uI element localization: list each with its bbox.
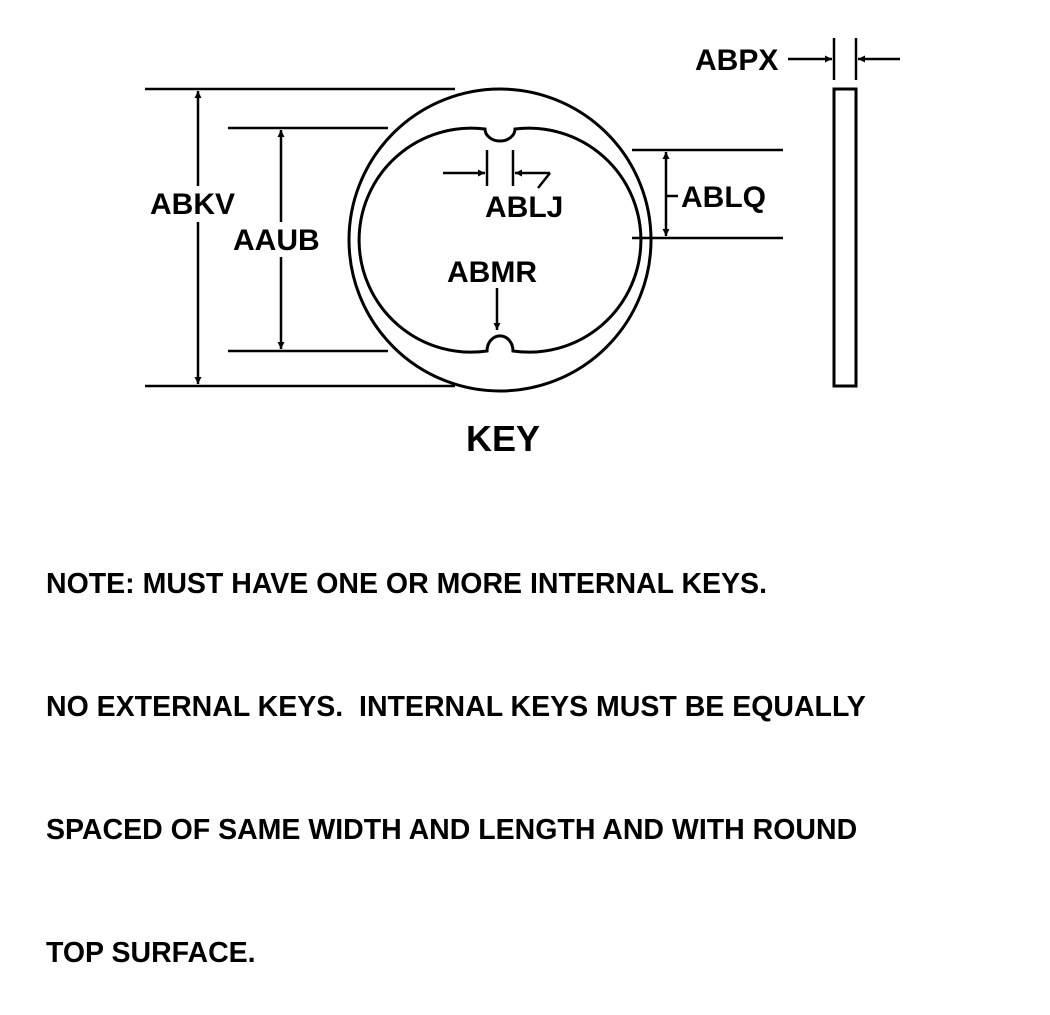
note-text: NOTE: MUST HAVE ONE OR MORE INTERNAL KEY… [46, 482, 1036, 1015]
ablq-label: ABLQ [681, 181, 766, 214]
washer-side-view [832, 87, 858, 388]
ablj-dimension: ABLJ [443, 150, 563, 224]
note-line-3: SPACED OF SAME WIDTH AND LENGTH AND WITH… [46, 814, 858, 846]
washer-inner-circle-with-keys [357, 126, 643, 354]
abpx-label: ABPX [695, 44, 778, 77]
abmr-dimension: ABMR [447, 256, 537, 330]
note-line-2: NO EXTERNAL KEYS. INTERNAL KEYS MUST BE … [46, 691, 866, 723]
note-line-4: TOP SURFACE. [46, 937, 256, 969]
aaub-dimension: AAUB [228, 126, 388, 353]
washer-outer-circle [347, 87, 653, 393]
abkv-label: ABKV [150, 188, 235, 221]
abkv-dimension: ABKV [145, 87, 455, 388]
abpx-dimension: ABPX [695, 38, 900, 80]
aaub-label: AAUB [233, 224, 320, 257]
key-caption: KEY [466, 418, 540, 459]
ablj-label: ABLJ [485, 191, 563, 224]
abmr-label: ABMR [447, 256, 537, 289]
key-washer-diagram: ABKV AAUB ABLJ ABLQ ABMR ABPX K [145, 38, 900, 459]
ablq-dimension: ABLQ [632, 148, 783, 240]
note-line-1: NOTE: MUST HAVE ONE OR MORE INTERNAL KEY… [46, 568, 767, 600]
